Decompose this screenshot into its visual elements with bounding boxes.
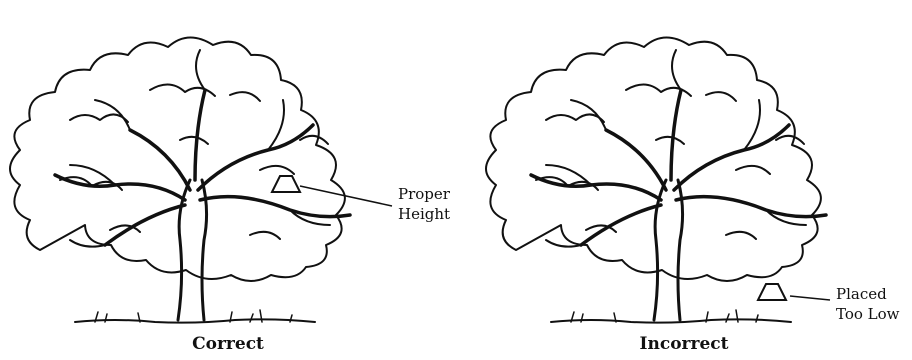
caption-incorrect: Incorrect [456,334,912,354]
caption-correct: Correct [0,334,456,354]
panel-correct: Proper Height Correct [0,0,456,360]
box-in-tree [272,176,300,192]
ground-line [75,319,315,322]
callout-leader-line [300,186,392,206]
ground-line [551,319,791,322]
tree-canopy [486,37,821,281]
panel-incorrect: Placed Too Low Incorrect [456,0,912,360]
tree-illustration-correct [0,0,456,360]
callout-label-too-low: Placed Too Low [836,284,900,324]
callout-label-proper-height: Proper Height [398,184,450,224]
box-too-low [758,284,786,300]
callout-leader-line [790,296,830,300]
tree-canopy [10,37,345,281]
